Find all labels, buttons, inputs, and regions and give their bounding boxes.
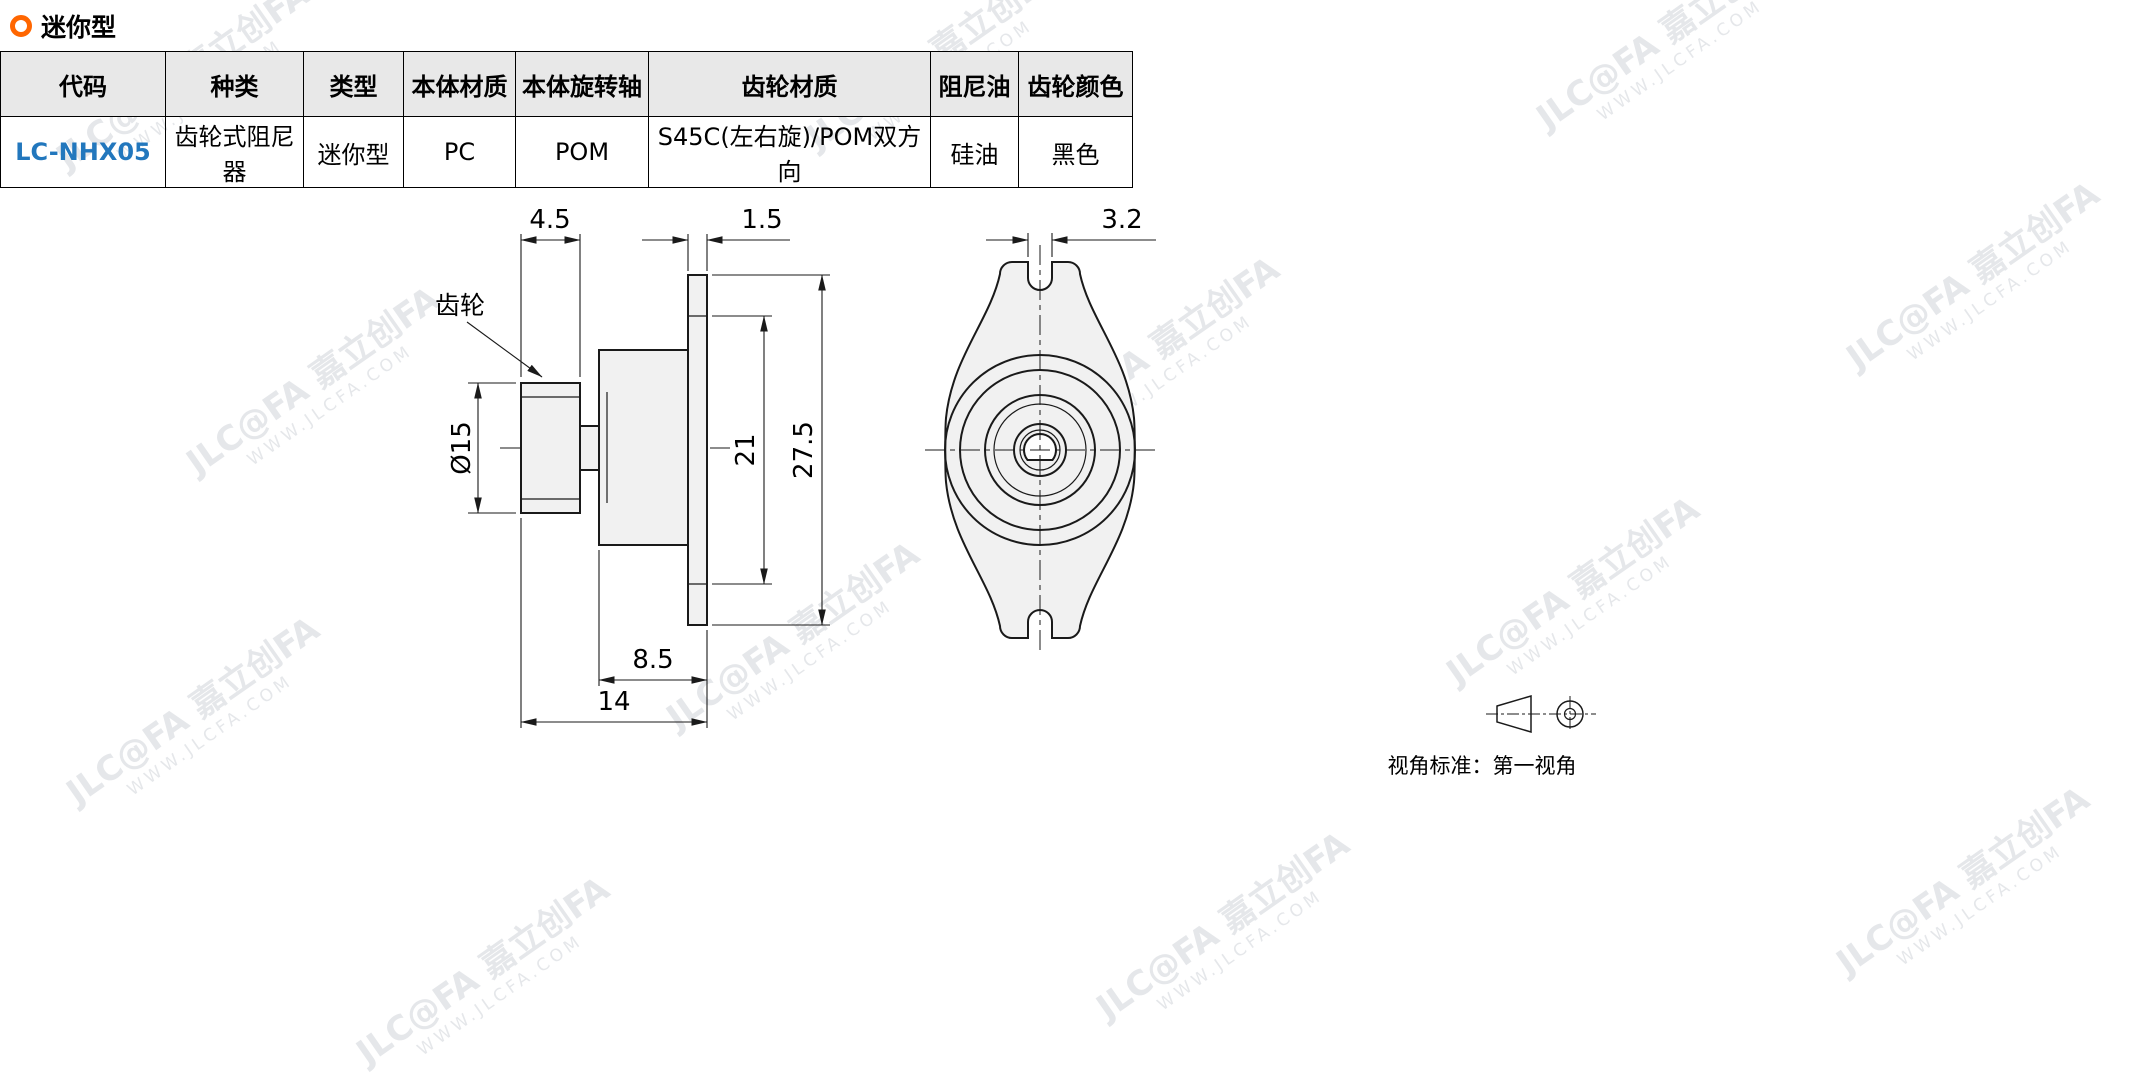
first-angle-symbol: 视角标准：第一视角 bbox=[1388, 694, 1596, 778]
section-bullet-icon bbox=[10, 15, 32, 37]
dim-inner-height: 21 bbox=[712, 315, 772, 585]
flange-plate bbox=[687, 274, 708, 626]
section-header: 迷你型 bbox=[10, 8, 2131, 44]
header-code: 代码 bbox=[0, 51, 166, 117]
dimensions: 4.5 1.5 齿轮 Ø15 21 bbox=[435, 205, 1156, 728]
content: 迷你型 代码 种类 类型 本体材质 本体旋转轴 齿轮材质 阻尼油 齿轮颜色 LC… bbox=[0, 0, 2131, 188]
side-view bbox=[500, 274, 730, 626]
spec-table: 代码 种类 类型 本体材质 本体旋转轴 齿轮材质 阻尼油 齿轮颜色 LC-NHX… bbox=[0, 51, 1133, 188]
header-type: 类型 bbox=[303, 51, 404, 117]
damper-body bbox=[598, 349, 689, 546]
dim-body-depth-text: 8.5 bbox=[632, 645, 673, 675]
gear-leader: 齿轮 bbox=[435, 291, 543, 378]
cell-gear-color: 黑色 bbox=[1018, 116, 1133, 188]
dim-gear-width-text: 4.5 bbox=[529, 205, 570, 235]
header-body-material: 本体材质 bbox=[403, 51, 516, 117]
spec-table-row: LC-NHX05 齿轮式阻尼器 迷你型 PC POM S45C(左右旋)/POM… bbox=[0, 116, 1133, 188]
dim-gear-diameter-text: Ø15 bbox=[447, 421, 477, 475]
cell-damping-oil: 硅油 bbox=[930, 116, 1019, 188]
cell-code[interactable]: LC-NHX05 bbox=[0, 116, 166, 188]
dim-notch-depth-text: 3.2 bbox=[1101, 205, 1142, 235]
cell-category: 齿轮式阻尼器 bbox=[165, 116, 304, 188]
header-body-shaft: 本体旋转轴 bbox=[515, 51, 649, 117]
dim-gear-diameter: Ø15 bbox=[447, 382, 516, 514]
dim-body-depth: 8.5 bbox=[598, 550, 708, 728]
header-gear-material: 齿轮材质 bbox=[648, 51, 931, 117]
technical-drawing: 4.5 1.5 齿轮 Ø15 21 bbox=[435, 205, 1596, 778]
dim-flange-height-text: 27.5 bbox=[789, 421, 819, 479]
shaft-stub bbox=[579, 425, 600, 471]
cell-type: 迷你型 bbox=[303, 116, 404, 188]
gear-label-text: 齿轮 bbox=[435, 291, 485, 320]
header-damping-oil: 阻尼油 bbox=[930, 51, 1019, 117]
dim-total-depth-text: 14 bbox=[597, 687, 630, 717]
view-standard-note: 视角标准：第一视角 bbox=[1388, 754, 1577, 778]
dim-total-depth: 14 bbox=[520, 518, 708, 728]
spec-table-header-row: 代码 种类 类型 本体材质 本体旋转轴 齿轮材质 阻尼油 齿轮颜色 bbox=[0, 51, 1133, 117]
dim-notch-depth: 3.2 bbox=[986, 205, 1156, 257]
section-title: 迷你型 bbox=[41, 13, 117, 42]
front-view bbox=[925, 245, 1155, 655]
cell-body-shaft: POM bbox=[515, 116, 649, 188]
dim-flange-thickness: 1.5 bbox=[642, 205, 790, 271]
cone-side-view bbox=[1496, 694, 1532, 734]
gear-profile bbox=[520, 382, 581, 514]
cell-gear-material: S45C(左右旋)/POM双方向 bbox=[648, 116, 931, 188]
dim-gear-width: 4.5 bbox=[520, 205, 581, 377]
dim-flange-thickness-text: 1.5 bbox=[741, 205, 782, 235]
dim-inner-height-text: 21 bbox=[731, 433, 761, 466]
dim-flange-height: 27.5 bbox=[712, 274, 830, 626]
header-category: 种类 bbox=[165, 51, 304, 117]
header-gear-color: 齿轮颜色 bbox=[1018, 51, 1133, 117]
cell-body-material: PC bbox=[403, 116, 516, 188]
